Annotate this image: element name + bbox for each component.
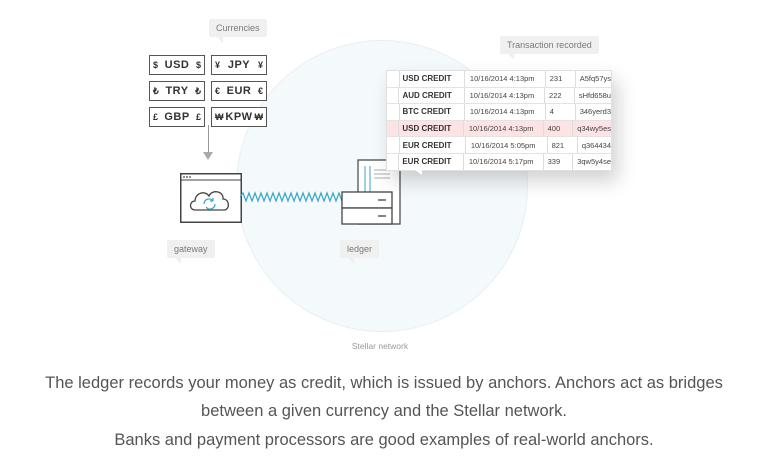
network-connection-wave: [240, 191, 346, 203]
gateway-label: gateway: [174, 244, 208, 254]
table-row: EUR CREDIT 10/16/2014 5:17pm 339 3qw5y4s…: [387, 153, 611, 170]
currency-symbol: ¥: [215, 60, 221, 70]
caption-line-1: The ledger records your money as credit,…: [45, 374, 723, 392]
transaction-id: sHfd658u: [578, 90, 611, 100]
currency-bill: € EUR €: [211, 81, 267, 101]
currencies-label: Currencies: [216, 23, 260, 33]
arrow-line: [208, 125, 209, 152]
transaction-type: USD CREDIT: [400, 71, 465, 87]
currency-code: GBP: [164, 111, 190, 123]
transaction-id: A5fq57ys: [579, 74, 611, 84]
ledger-label: ledger: [347, 244, 373, 254]
table-row: AUD CREDIT 10/16/2014 4:13pm 222 sHfd658…: [387, 87, 611, 105]
transaction-table: USD CREDIT 10/16/2014 4:13pm 231 A5fq57y…: [386, 70, 612, 171]
currency-code: JPY: [227, 59, 251, 71]
currency-symbol: €: [257, 86, 263, 96]
currency-symbol: $: [153, 60, 159, 70]
gateway-window: [180, 173, 242, 223]
caption-line-3: Banks and payment processors are good ex…: [114, 431, 654, 449]
transaction-id: 346yerd3: [579, 107, 611, 117]
currency-symbol: $: [195, 60, 201, 70]
currency-bill: ₺ TRY ₺: [149, 81, 205, 101]
row-marker: [387, 153, 400, 170]
transaction-id: q34wy5es: [577, 124, 611, 134]
transaction-recorded-tag: Transaction recorded: [500, 36, 599, 60]
currency-bill: £ GBP £: [149, 107, 205, 127]
row-marker: [387, 87, 400, 104]
cloud-sync-icon: [189, 191, 230, 211]
currency-code: USD: [164, 59, 190, 71]
currency-code: KPW: [225, 111, 253, 123]
table-row: EUR CREDIT 10/16/2014 5:05pm 821 q364434: [387, 137, 611, 154]
transaction-datetime: 10/16/2014 4:13pm: [464, 120, 544, 137]
transaction-amount: 821: [548, 137, 578, 153]
transaction-amount: 400: [544, 120, 574, 137]
currency-symbol: ₩: [215, 112, 224, 122]
server-icon: [341, 191, 393, 225]
transaction-recorded-label: Transaction recorded: [507, 40, 592, 50]
transaction-type: USD CREDIT: [399, 120, 464, 137]
transaction-type: AUD CREDIT: [399, 87, 465, 104]
transaction-id: 3qw5y4se: [577, 157, 611, 167]
currency-code: EUR: [226, 85, 252, 97]
transaction-datetime: 10/16/2014 4:13pm: [465, 71, 546, 87]
currencies-tag: Currencies: [209, 19, 267, 43]
arrow-down-icon: [203, 152, 213, 160]
currency-bill: ¥ JPY ¥: [211, 55, 267, 75]
transaction-amount: 4: [546, 104, 576, 120]
transaction-amount: 222: [545, 87, 575, 104]
transaction-datetime: 10/16/2014 5:05pm: [466, 137, 548, 153]
currency-bills: $ USD $ ¥ JPY ¥ ₺ TRY ₺ € EUR € £ GBP £ …: [149, 55, 271, 127]
table-row-highlighted: USD CREDIT 10/16/2014 4:13pm 400 q34wy5e…: [387, 120, 611, 138]
currency-symbol: ₺: [195, 85, 201, 96]
transaction-amount: 231: [546, 71, 576, 87]
row-marker: [387, 120, 400, 137]
transaction-amount: 339: [544, 153, 574, 170]
stellar-network-label: Stellar network: [351, 341, 409, 351]
transaction-type: EUR CREDIT: [400, 137, 466, 153]
transaction-datetime: 10/16/2014 4:13pm: [465, 104, 546, 120]
row-marker: [387, 71, 400, 87]
row-marker: [387, 137, 400, 153]
currency-bill: $ USD $: [149, 55, 205, 75]
transaction-datetime: 10/16/2014 5:17pm: [464, 153, 544, 170]
table-row: BTC CREDIT 10/16/2014 4:13pm 4 346yerd3: [387, 104, 611, 121]
table-pointer: [408, 165, 422, 175]
ledger-tag: ledger: [340, 240, 380, 264]
caption-line-2: between a given currency and the Stellar…: [201, 402, 567, 420]
currency-bill: ₩ KPW ₩: [211, 107, 267, 127]
currency-symbol: ₩: [254, 112, 263, 122]
table-row: USD CREDIT 10/16/2014 4:13pm 231 A5fq57y…: [387, 71, 611, 88]
transaction-type: BTC CREDIT: [400, 104, 465, 120]
currency-symbol: £: [153, 112, 159, 122]
transaction-datetime: 10/16/2014 4:13pm: [465, 87, 546, 104]
currency-symbol: £: [195, 112, 201, 122]
transaction-type: EUR CREDIT: [399, 153, 464, 170]
currency-symbol: ¥: [257, 60, 263, 70]
transaction-id: q364434: [581, 140, 612, 150]
currency-symbol: €: [215, 86, 221, 96]
currency-symbol: ₺: [153, 85, 159, 96]
gateway-tag: gateway: [167, 240, 215, 264]
row-marker: [387, 104, 400, 120]
currency-code: TRY: [165, 85, 189, 97]
